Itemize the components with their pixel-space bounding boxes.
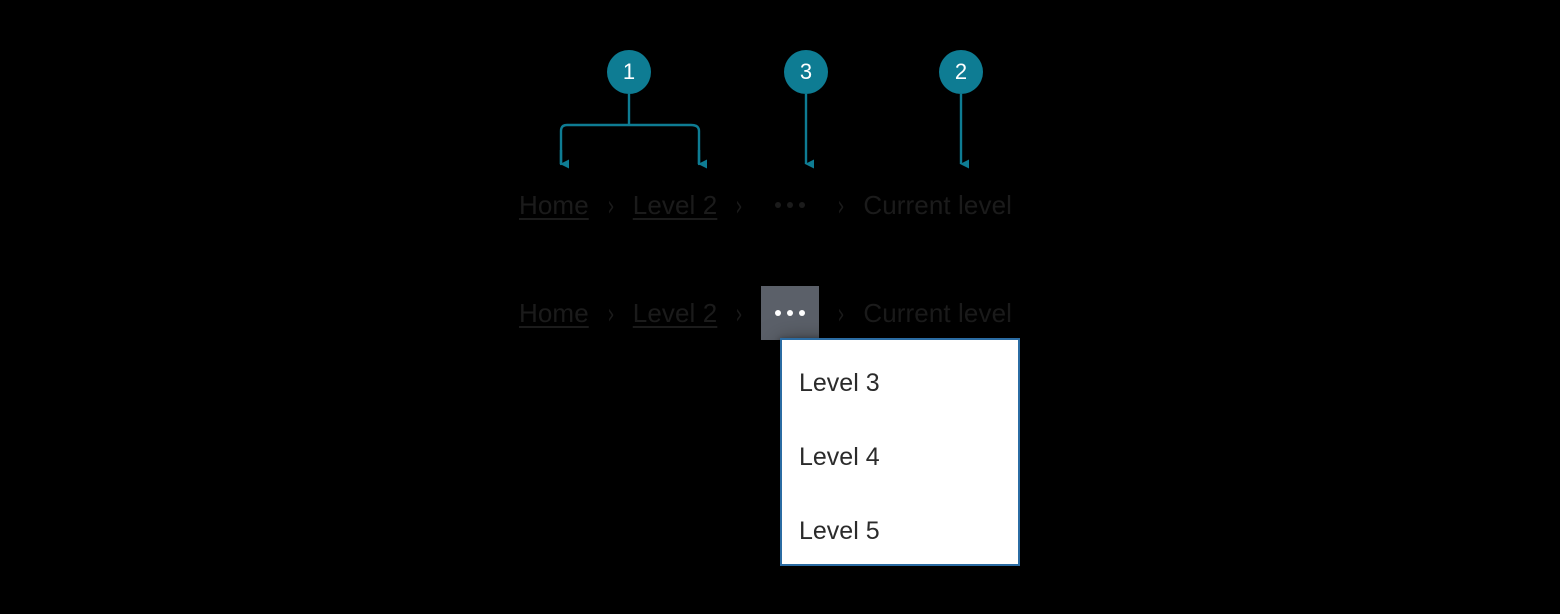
menu-item-level-5[interactable]: Level 5: [799, 517, 880, 545]
breadcrumb-item-home[interactable]: Home: [519, 297, 589, 328]
breadcrumb-separator: ›: [607, 188, 615, 222]
ellipsis-icon: [775, 202, 806, 208]
breadcrumb-overflow-button-active[interactable]: [761, 286, 820, 340]
breadcrumb-separator: ›: [735, 188, 743, 222]
callout-badge-3: 3: [784, 50, 828, 94]
callout-badge-1: 1: [607, 50, 651, 94]
breadcrumb-separator: ›: [607, 296, 615, 330]
breadcrumb-separator: ›: [837, 188, 845, 222]
connector-callout-1: [559, 94, 707, 169]
breadcrumb-expanded: Home › Level 2 › › Current level: [519, 286, 1012, 340]
ellipsis-icon: [775, 310, 806, 316]
menu-item-level-3[interactable]: Level 3: [799, 369, 880, 397]
breadcrumb-item-current: Current level: [863, 297, 1013, 328]
breadcrumb-default: Home › Level 2 › › Current level: [519, 178, 1012, 232]
menu-item-level-4[interactable]: Level 4: [799, 443, 880, 471]
breadcrumb-overflow-button[interactable]: [761, 185, 819, 225]
breadcrumb-item-level-2[interactable]: Level 2: [632, 189, 718, 220]
breadcrumb-item-current: Current level: [863, 189, 1013, 220]
breadcrumb-item-level-2[interactable]: Level 2: [632, 297, 718, 328]
breadcrumb-separator: ›: [837, 296, 845, 330]
callout-badge-2: 2: [939, 50, 983, 94]
breadcrumb-separator: ›: [735, 296, 743, 330]
breadcrumb-overflow-menu: Level 3 Level 4 Level 5: [780, 338, 1020, 566]
breadcrumb-item-home[interactable]: Home: [519, 189, 589, 220]
